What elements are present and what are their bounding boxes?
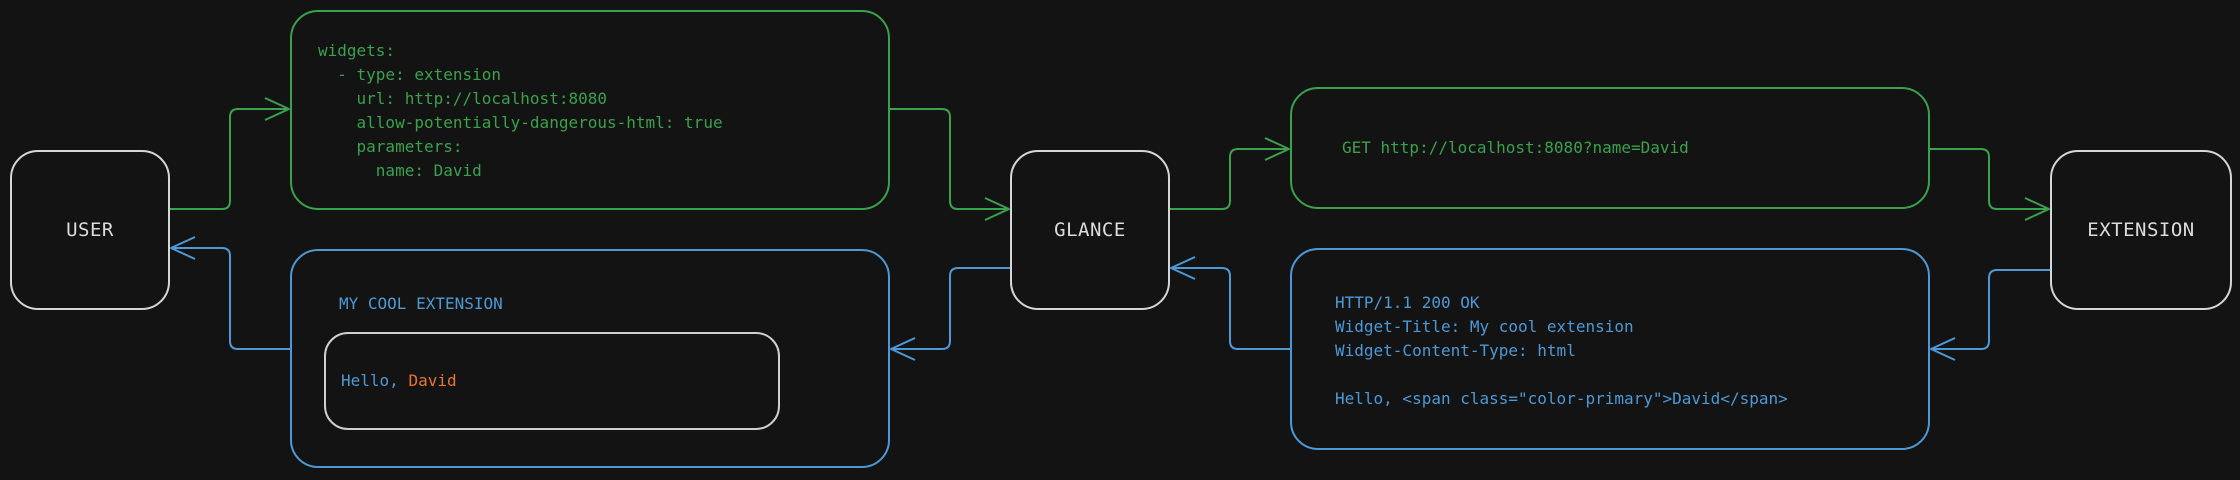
- arrow-widget-to-user: [170, 236, 290, 350]
- node-user: USER: [10, 150, 170, 310]
- arrow-request-to-extension: [1930, 148, 2050, 221]
- node-user-label: USER: [66, 219, 114, 241]
- config-line: name: David: [318, 161, 482, 180]
- rendered-widget-box: MY COOL EXTENSION Hello, David: [290, 249, 890, 468]
- arrow-glance-to-request: [1170, 137, 1290, 210]
- http-response-box: HTTP/1.1 200 OK Widget-Title: My cool ex…: [1290, 248, 1930, 450]
- node-extension: EXTENSION: [2050, 150, 2232, 310]
- response-line: Hello, <span class="color-primary">David…: [1335, 389, 1788, 408]
- response-line: [1335, 363, 1908, 387]
- greeting-text: Hello,: [341, 371, 409, 390]
- arrow-response-to-glance: [1170, 256, 1290, 350]
- greeting-name: David: [408, 371, 457, 390]
- arrow-user-to-config: [170, 97, 290, 210]
- widget-output-box: Hello, David: [324, 332, 780, 430]
- config-line: widgets:: [318, 41, 396, 60]
- config-line: url: http://localhost:8080: [318, 89, 607, 108]
- node-glance: GLANCE: [1010, 150, 1170, 310]
- response-line: Widget-Title: My cool extension: [1335, 317, 1634, 336]
- config-line: allow-potentially-dangerous-html: true: [318, 113, 723, 132]
- request-line: GET http://localhost:8080?name=David: [1342, 138, 1689, 157]
- config-yaml-box: widgets: - type: extension url: http://l…: [290, 10, 890, 210]
- widget-title: MY COOL EXTENSION: [339, 294, 503, 313]
- arrow-config-to-glance: [890, 108, 1010, 221]
- node-extension-label: EXTENSION: [2087, 219, 2195, 241]
- config-line: parameters:: [318, 137, 463, 156]
- http-request-box: GET http://localhost:8080?name=David: [1290, 87, 1930, 209]
- node-glance-label: GLANCE: [1054, 219, 1126, 241]
- response-line: Widget-Content-Type: html: [1335, 341, 1576, 360]
- arrow-glance-to-widget: [890, 267, 1010, 361]
- response-line: HTTP/1.1 200 OK: [1335, 293, 1480, 312]
- config-line: - type: extension: [318, 65, 502, 84]
- arrow-extension-to-response: [1930, 269, 2050, 361]
